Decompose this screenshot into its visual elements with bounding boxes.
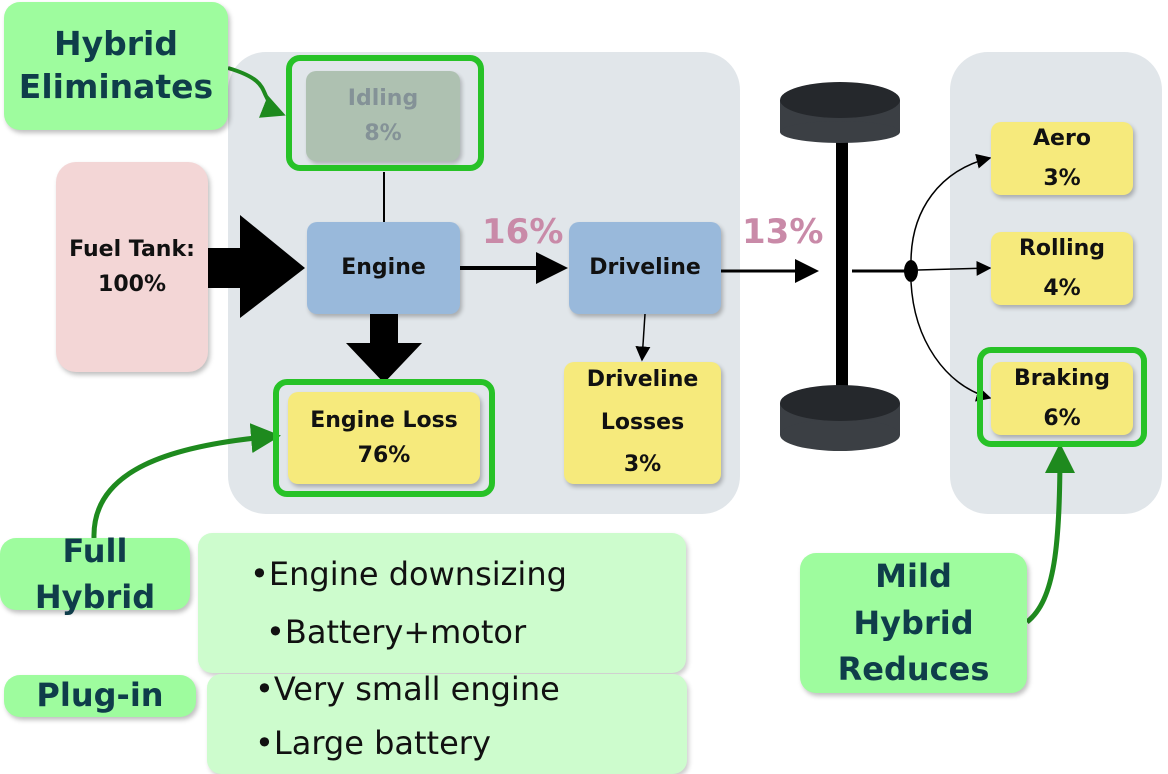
driveline-losses-label-2: Losses bbox=[600, 409, 685, 435]
fuel-tank-value: 100% bbox=[98, 272, 166, 297]
engine-loss-label: Engine Loss bbox=[310, 407, 458, 433]
mild-hybrid-line-1: Mild bbox=[875, 557, 952, 596]
full-hybrid-pointer bbox=[91, 423, 281, 539]
hybrid-eliminates-pointer bbox=[227, 66, 286, 118]
hybrid-eliminates-line-2: Eliminates bbox=[18, 67, 214, 106]
idling-value: 8% bbox=[364, 121, 402, 146]
bottom-wheel bbox=[780, 385, 900, 451]
engine-to-loss-arrow bbox=[346, 314, 422, 383]
full-hybrid-list: •Engine downsizing •Battery+motor bbox=[198, 533, 686, 673]
plug-in-item-1: •Very small engine bbox=[255, 674, 560, 708]
fuel-tank-box: Fuel Tank: 100% bbox=[56, 162, 208, 372]
engine-loss-box: Engine Loss 76% bbox=[288, 392, 480, 484]
driveline-losses-label-1: Driveline bbox=[586, 366, 699, 392]
full-hybrid-line-2: Hybrid bbox=[34, 578, 156, 616]
idling-label: Idling bbox=[347, 85, 419, 111]
mild-hybrid-callout: Mild Hybrid Reduces bbox=[800, 553, 1027, 693]
driveline-label: Driveline bbox=[589, 255, 701, 281]
rolling-label: Rolling bbox=[1018, 235, 1106, 261]
rolling-value: 4% bbox=[1043, 275, 1081, 301]
fuel-to-engine-arrow bbox=[208, 215, 305, 318]
braking-label: Braking bbox=[1013, 365, 1111, 391]
full-hybrid-item-2: •Battery+motor bbox=[266, 613, 527, 651]
aero-value: 3% bbox=[1043, 165, 1081, 191]
engine-box: Engine bbox=[307, 222, 460, 314]
plug-in-callout: Plug-in bbox=[4, 675, 196, 717]
top-wheel bbox=[780, 82, 900, 143]
engine-loss-value: 76% bbox=[357, 443, 411, 468]
axle bbox=[836, 130, 848, 395]
plug-in-label: Plug-in bbox=[36, 676, 164, 715]
full-hybrid-line-1: Full bbox=[62, 531, 128, 570]
rolling-box: Rolling 4% bbox=[991, 232, 1133, 305]
mild-hybrid-line-3: Reduces bbox=[837, 650, 990, 689]
engine-label: Engine bbox=[341, 255, 426, 281]
driveline-losses-box: Driveline Losses 3% bbox=[564, 362, 721, 484]
full-hybrid-callout: Full Hybrid bbox=[0, 532, 190, 616]
hybrid-eliminates-callout: Hybrid Eliminates bbox=[4, 2, 228, 130]
mild-hybrid-pointer bbox=[1025, 443, 1075, 624]
driveline-losses-value: 3% bbox=[623, 452, 662, 478]
driveline-wheels-pct: 13% bbox=[742, 212, 824, 252]
driveline-losses-arrow bbox=[635, 313, 651, 362]
rolling-arrow bbox=[917, 260, 992, 276]
plug-in-list: •Very small engine •Large battery bbox=[207, 674, 687, 774]
fuel-tank-label: Fuel Tank: bbox=[69, 236, 195, 262]
flow-connectors bbox=[91, 66, 1075, 624]
aero-label: Aero bbox=[1033, 125, 1091, 151]
idling-highlight-frame bbox=[286, 55, 484, 171]
aero-arrow bbox=[910, 153, 992, 263]
braking-highlight-frame bbox=[977, 347, 1147, 447]
braking-box: Braking 6% bbox=[991, 362, 1133, 435]
hybrid-eliminates-line-1: Hybrid bbox=[54, 24, 178, 64]
mild-hybrid-line-2: Hybrid bbox=[853, 603, 974, 642]
engine-loss-highlight-frame bbox=[273, 379, 495, 497]
plug-in-item-2: •Large battery bbox=[255, 724, 491, 762]
full-hybrid-item-1: •Engine downsizing bbox=[250, 555, 567, 593]
braking-value: 6% bbox=[1043, 405, 1081, 431]
split-node bbox=[904, 260, 918, 282]
idling-box: Idling 8% bbox=[306, 71, 460, 161]
driveline-box: Driveline bbox=[569, 222, 721, 314]
aero-box: Aero 3% bbox=[991, 122, 1133, 195]
engine-driveline-pct: 16% bbox=[482, 212, 564, 252]
braking-arrow bbox=[910, 281, 992, 402]
